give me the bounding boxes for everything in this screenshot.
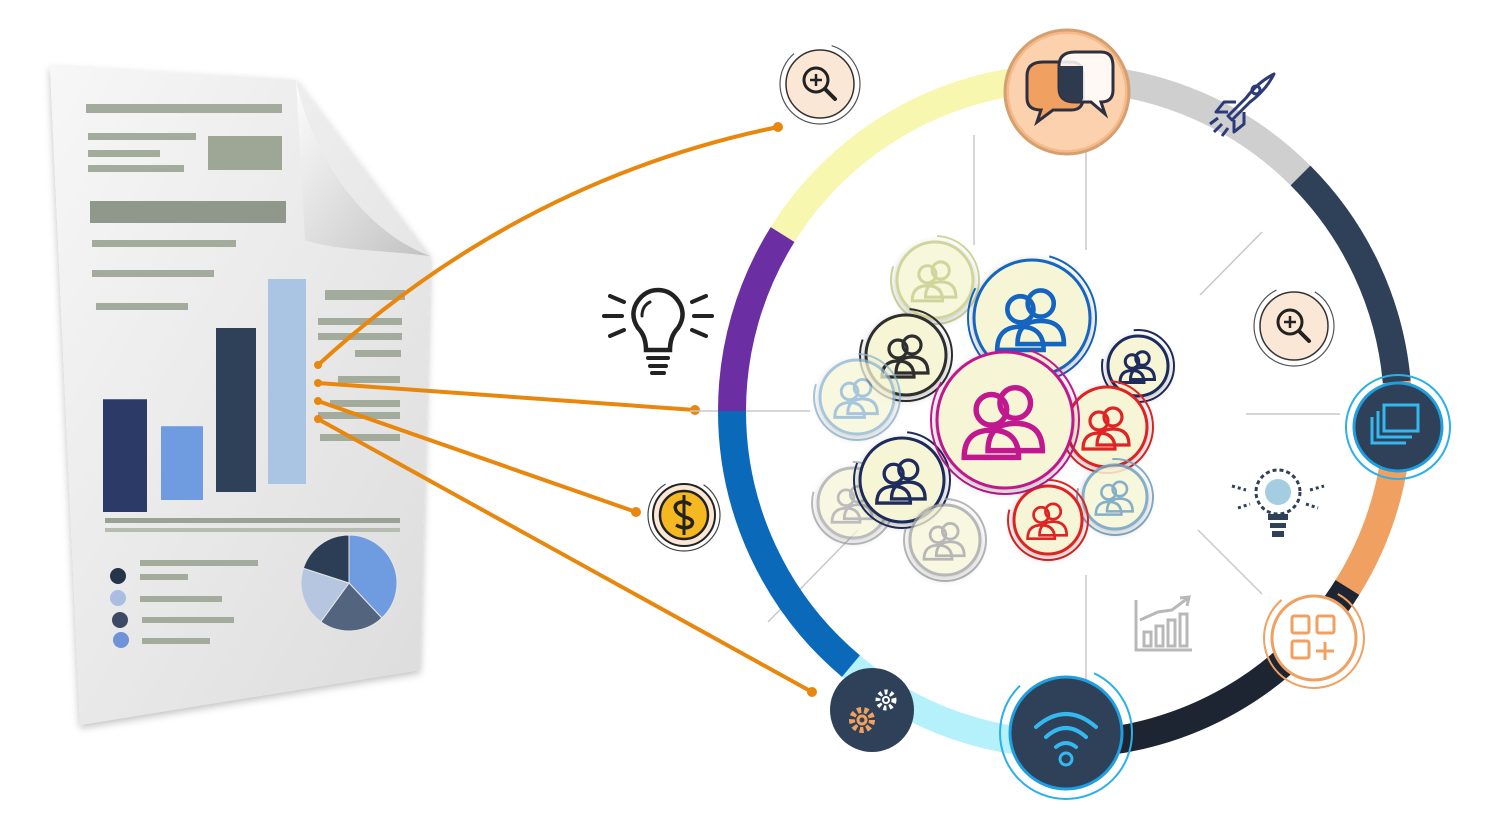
report-bar (216, 328, 256, 492)
ring-arc (718, 227, 795, 412)
people-badge[interactable] (903, 498, 987, 582)
people-icon (961, 384, 1046, 461)
lightbulb-icon (602, 287, 714, 375)
grid-plus-icon[interactable] (1263, 587, 1365, 689)
report-bar-chart (103, 279, 306, 512)
wifi-icon[interactable] (999, 666, 1133, 800)
legend-dot (110, 590, 126, 606)
report-bar (103, 399, 147, 512)
paper-curl (296, 80, 430, 256)
people-badge[interactable] (967, 253, 1097, 383)
people-icon (880, 334, 930, 379)
people-icon (994, 288, 1067, 353)
people-badge[interactable] (1101, 329, 1175, 403)
people-icon (1094, 480, 1134, 516)
connector-line (316, 381, 697, 412)
people-cluster (811, 235, 1175, 582)
people-icon (875, 458, 927, 505)
report-bar (268, 279, 306, 484)
connector-line (316, 125, 780, 367)
people-badge[interactable] (813, 353, 901, 441)
ring-arc (718, 410, 860, 677)
legend-dot (113, 632, 129, 648)
gears-icon[interactable] (830, 668, 914, 752)
ring-arc (1290, 165, 1411, 384)
report-pie-slice (348, 534, 398, 619)
connector-dots (314, 122, 817, 697)
ring-spokes (690, 135, 1340, 680)
people-badge[interactable] (1076, 458, 1154, 536)
lightbulb-icon[interactable] (1231, 468, 1325, 537)
report-legend (110, 560, 258, 648)
trend-chart-icon (1134, 595, 1192, 652)
report-bar (161, 426, 203, 500)
connector-lines (316, 125, 814, 694)
legend-dot (110, 568, 126, 584)
report-document (50, 66, 430, 725)
people-badge[interactable] (890, 235, 980, 325)
people-badge[interactable] (930, 345, 1080, 495)
people-icon (833, 377, 879, 419)
people-icon (1026, 502, 1069, 541)
report-pie-slice (320, 582, 383, 632)
people-icon (922, 521, 966, 561)
report-pie-slice (302, 534, 350, 584)
rocket-icon[interactable] (1209, 72, 1276, 137)
people-icon (1081, 406, 1131, 451)
stack-icon[interactable] (1345, 374, 1451, 480)
people-icon (1118, 350, 1157, 384)
connector-line (316, 399, 638, 514)
people-icon (910, 260, 958, 303)
connector-line (316, 417, 814, 694)
report-pie-chart (300, 534, 398, 632)
magnifier-icon[interactable] (779, 43, 861, 125)
people-badge[interactable] (853, 431, 951, 529)
report-pie-slice (300, 567, 350, 623)
magnifier-icon[interactable] (1253, 285, 1335, 367)
legend-dot (112, 612, 128, 628)
dollar-icon[interactable] (647, 478, 721, 552)
chat-bubbles-icon[interactable] (1003, 28, 1131, 156)
